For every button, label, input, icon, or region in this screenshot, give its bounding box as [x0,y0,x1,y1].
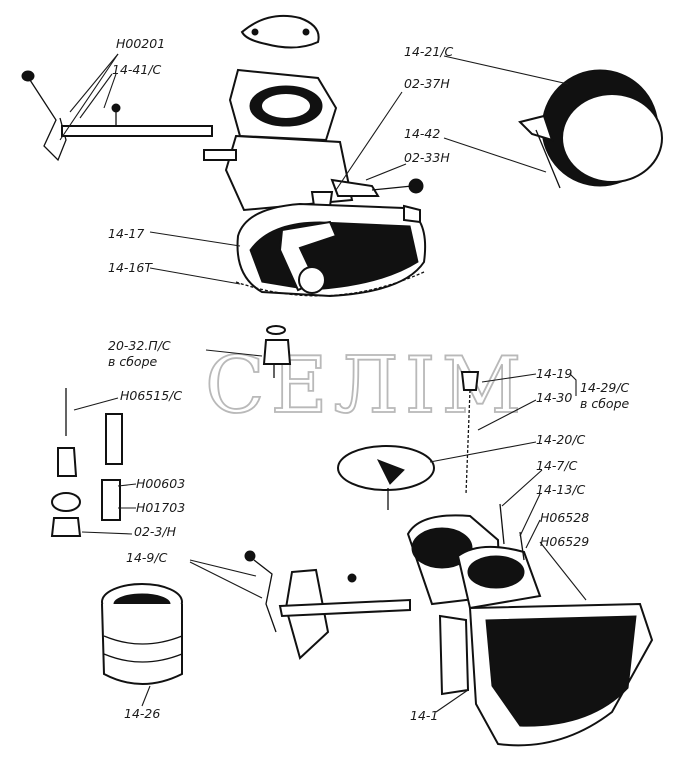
callout-14-26: 14-26 [124,706,160,721]
air-filter-part [518,69,663,189]
callout-14-9c: 14-9/С [126,550,168,565]
callout-14-16t: 14-16Т [108,260,153,275]
top-gasket-part [240,14,320,49]
leader-lines [59,53,587,713]
pump-disc-part [337,445,435,510]
callout-n00201: Н00201 [116,36,165,51]
carb-upper-body-part [203,68,424,212]
callout-02-37n: 02-37Н [404,76,450,91]
watermark: СЕЛІМ [205,341,527,431]
needle-valve-part [262,325,292,378]
emulsion-tube-part [460,371,480,495]
float-chamber-cover-part [235,202,427,298]
callout-14-42: 14-42 [404,126,440,141]
callout-14-29c-sub: в сборе [580,396,630,411]
throttle-sleeve-part [101,583,183,685]
choke-lever-part [21,70,213,162]
callout-14-30: 14-30 [536,390,572,405]
callout-n06515c: Н06515/С [120,388,182,403]
callout-n01703: Н01703 [136,500,185,515]
callout-14-41c: 14-41/С [112,62,162,77]
callout-14-29c: 14-29/С [580,380,630,395]
callout-02-33n: 02-33Н [404,150,450,165]
callout-14-19: 14-19 [536,366,572,381]
callout-14-7c: 14-7/С [536,458,578,473]
callout-n06528: Н06528 [540,510,589,525]
callout-20-32-sub: в сборе [108,354,158,369]
callout-02-3n: 02-3/Н [134,524,177,539]
callout-14-21c: 14-21/С [404,44,454,59]
callout-14-17: 14-17 [108,226,144,241]
callout-20-32: 20-32.П/С [108,338,171,353]
callout-n06529: Н06529 [540,534,589,549]
callout-n00603: Н00603 [136,476,185,491]
callout-14-1: 14-1 [410,708,438,723]
float-bowl-part [406,503,654,747]
callout-14-20c: 14-20/С [536,432,586,447]
callout-14-13c: 14-13/С [536,482,586,497]
throttle-lever-part [244,550,411,660]
jet-assembly-part [50,388,123,537]
